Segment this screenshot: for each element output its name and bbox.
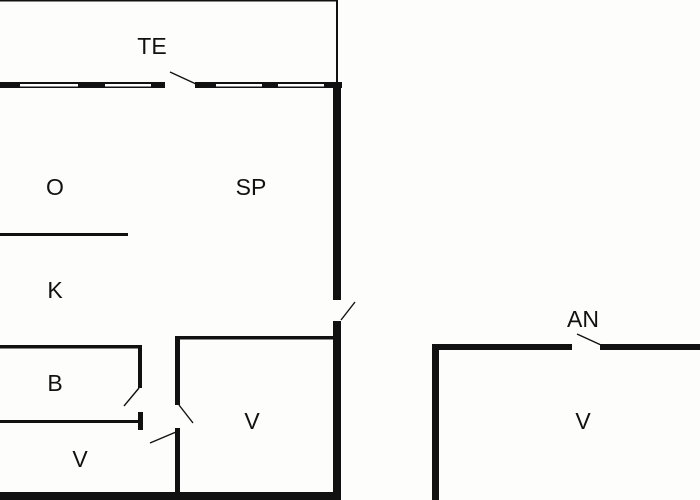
room-label-an: AN (567, 306, 599, 332)
door-swing (169, 71, 197, 85)
right-wall (333, 82, 341, 300)
partition-wall (0, 233, 128, 236)
room-label-te: TE (137, 33, 166, 59)
door-swing (123, 387, 140, 407)
room-label-o: O (46, 174, 64, 200)
door-swing (178, 404, 194, 424)
room-label-v: V (244, 408, 260, 434)
window (20, 84, 78, 87)
room-label-v: V (72, 446, 88, 472)
bathroom-wall (0, 345, 142, 349)
bathroom-wall (138, 345, 142, 388)
bottom-wall (0, 492, 341, 500)
terrace-outline (0, 0, 338, 84)
window (105, 84, 151, 87)
room-label-k: K (47, 277, 63, 303)
bathroom-wall (0, 420, 142, 423)
room-label-v: V (575, 408, 591, 434)
storage-wall (175, 336, 335, 340)
room-label-sp: SP (236, 174, 267, 200)
window (278, 84, 324, 87)
storage-wall (175, 428, 180, 494)
door-swing (149, 431, 177, 444)
door-swing (340, 301, 356, 321)
window (216, 84, 262, 87)
door-swing (576, 333, 602, 346)
room-label-b: B (47, 370, 62, 396)
storage-wall (175, 336, 180, 405)
top-wall (0, 82, 342, 88)
annex-walls (432, 344, 700, 500)
right-wall (333, 321, 341, 500)
